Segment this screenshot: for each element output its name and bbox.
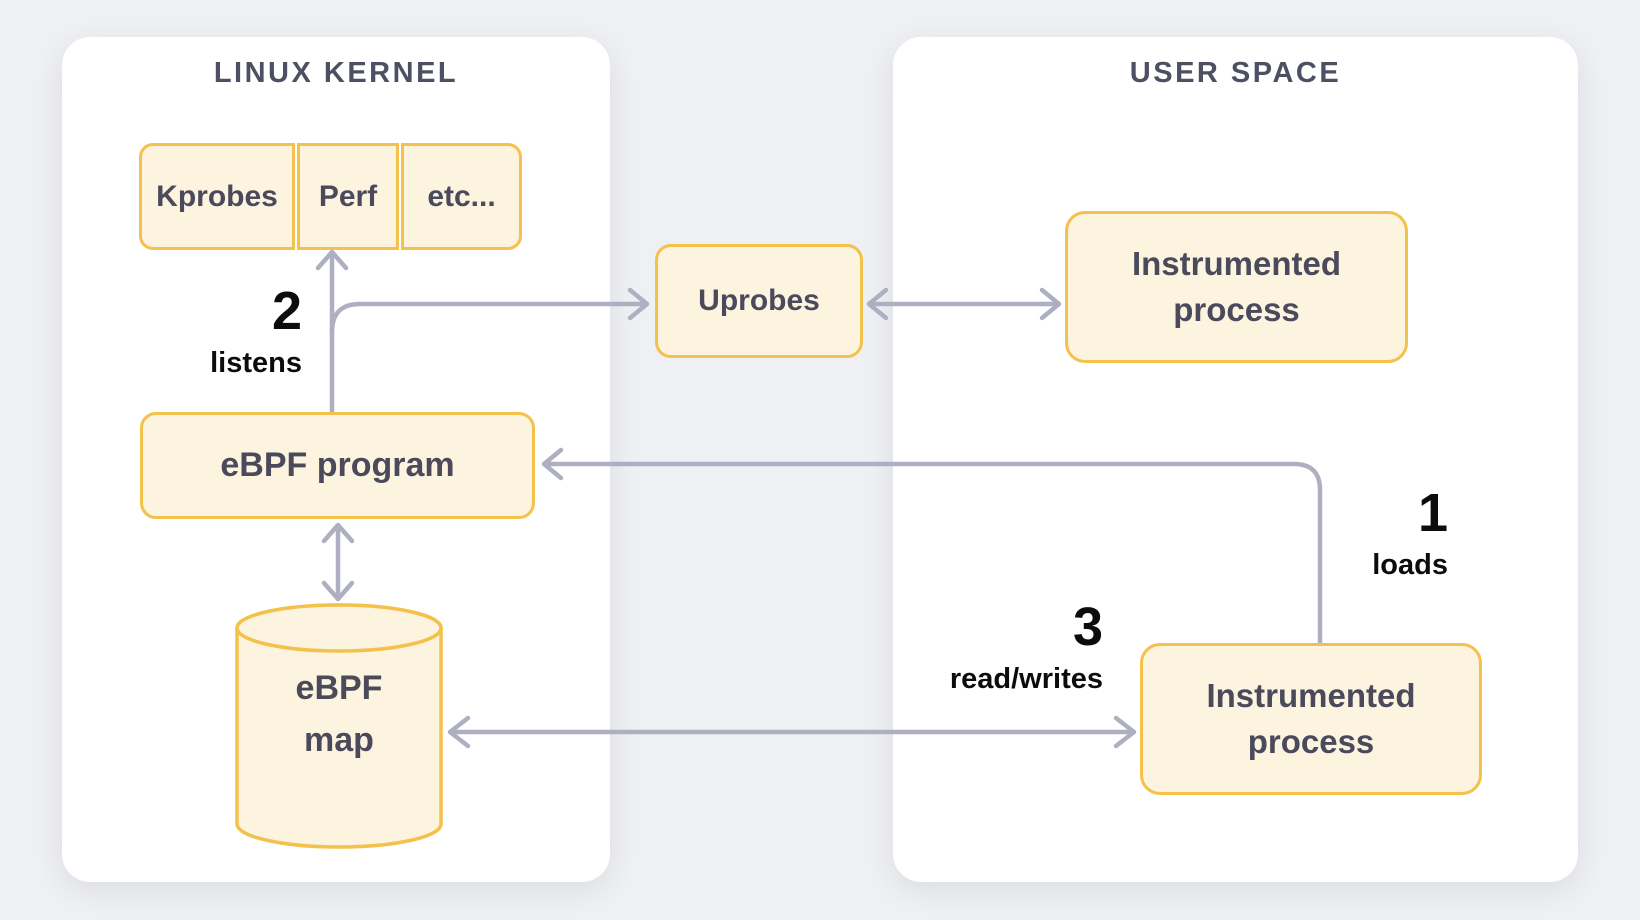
perf-box: Perf (297, 143, 399, 250)
instrumented-process-bottom-label: Instrumented process (1206, 677, 1416, 760)
step-2-label: listens (210, 347, 302, 380)
ebpf-program-box: eBPF program (140, 412, 535, 519)
step-3-readwrites: 3 read/writes (903, 597, 1103, 697)
ebpf-program-label: eBPF program (220, 446, 455, 484)
arrow-loads (541, 447, 1323, 646)
instrumented-process-bottom-box: Instrumented process (1140, 643, 1482, 795)
arrow-readwrites (447, 715, 1137, 749)
ebpf-map-cylinder (233, 580, 445, 850)
instrumented-process-top-box: Instrumented process (1065, 211, 1408, 363)
step-3-number: 3 (1072, 597, 1103, 657)
kprobes-box: Kprobes (139, 143, 295, 250)
probe-sources-row: Kprobes Perf etc... (139, 143, 522, 250)
uprobes-box: Uprobes (655, 244, 863, 358)
ebpf-map-line2: map (304, 721, 374, 759)
ebpf-map-line1: eBPF (295, 669, 383, 707)
arrow-program-map (321, 522, 355, 602)
perf-label: Perf (318, 179, 378, 213)
instrumented-process-top-label: Instrumented process (1131, 245, 1342, 328)
step-1-number: 1 (1417, 483, 1448, 543)
cylinder-shape (235, 603, 443, 849)
kprobes-label: Kprobes (156, 179, 278, 213)
arrow-uprobes-instrumented (866, 287, 1062, 321)
uprobes-label: Uprobes (698, 284, 820, 317)
step-1-loads: 1 loads (1288, 483, 1448, 583)
step-2-number: 2 (271, 281, 302, 341)
step-2-listens: 2 listens (142, 281, 302, 381)
etc-label: etc... (427, 179, 496, 213)
linux-kernel-title: LINUX KERNEL (213, 57, 459, 89)
step-3-label: read/writes (949, 663, 1103, 696)
arrow-program-to-uprobes (329, 287, 650, 335)
etc-box: etc... (401, 143, 522, 250)
step-1-label: loads (1372, 549, 1448, 582)
user-space-title: USER SPACE (1129, 57, 1342, 89)
ebpf-map-label: eBPF map (233, 662, 445, 766)
